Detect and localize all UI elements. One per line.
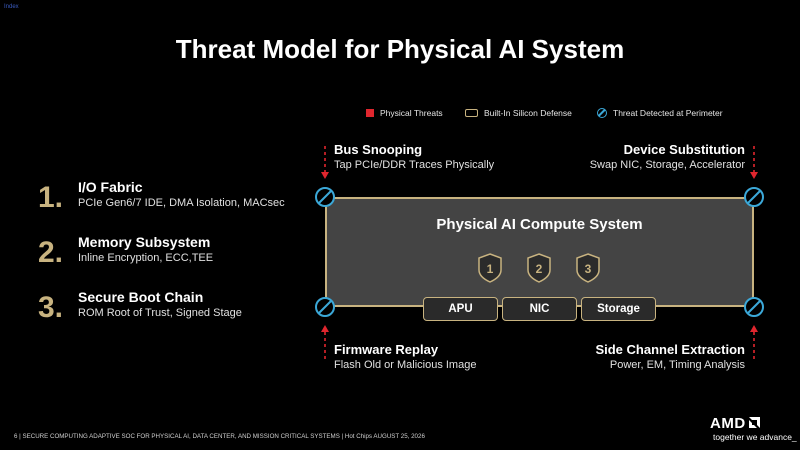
defense-subtitle: Inline Encryption, ECC,TEE — [78, 252, 214, 264]
threat-title: Side Channel Extraction — [595, 342, 745, 357]
shield-icon-2: 2 — [527, 253, 551, 283]
shield-icon-3: 3 — [576, 253, 600, 283]
compute-system-box — [325, 197, 754, 307]
legend-physical-threats: Physical Threats — [366, 108, 443, 118]
defense-subtitle: PCIe Gen6/7 IDE, DMA Isolation, MACsec — [78, 197, 285, 209]
component-storage: Storage — [581, 297, 656, 321]
perimeter-marker-bottom-right — [744, 297, 764, 317]
corner-link[interactable]: Index — [4, 4, 19, 10]
shield-icon-1: 1 — [478, 253, 502, 283]
defense-title: Secure Boot Chain — [78, 289, 204, 305]
threat-title: Bus Snooping — [334, 142, 423, 157]
defense-number: 2. — [38, 236, 64, 269]
threat-firmware-replay: Firmware Replay Flash Old or Malicious I… — [334, 342, 476, 371]
perimeter-marker-top-right — [744, 187, 764, 207]
blue-slashed-circle-icon — [597, 108, 607, 118]
threat-arrow-bottom-left — [321, 325, 329, 360]
threat-subtitle: Power, EM, Timing Analysis — [609, 359, 745, 371]
amd-logo: AMD — [710, 415, 760, 432]
threat-subtitle: Swap NIC, Storage, Accelerator — [589, 159, 745, 171]
defense-item-3: 3. Secure Boot Chain ROM Root of Trust, … — [38, 289, 242, 325]
threat-side-channel: Side Channel Extraction Power, EM, Timin… — [525, 342, 745, 371]
perimeter-marker-top-left — [315, 187, 335, 207]
system-title: Physical AI Compute System — [436, 216, 643, 233]
defense-number: 3. — [38, 291, 64, 324]
threat-bus-snooping: Bus Snooping Tap PCIe/DDR Traces Physica… — [334, 142, 494, 171]
shield-number: 2 — [536, 262, 543, 276]
defense-item-2: 2. Memory Subsystem Inline Encryption, E… — [38, 234, 214, 270]
legend-label: Built-In Silicon Defense — [484, 108, 572, 118]
defense-subtitle: ROM Root of Trust, Signed Stage — [78, 307, 242, 319]
legend-silicon-defense: Built-In Silicon Defense — [465, 108, 572, 118]
legend-label: Physical Threats — [380, 108, 443, 118]
defense-number: 1. — [38, 181, 64, 214]
threat-arrow-top-left — [321, 146, 329, 179]
red-square-icon — [366, 109, 374, 117]
threat-arrow-top-right — [750, 146, 758, 179]
perimeter-marker-bottom-left — [315, 297, 335, 317]
component-apu: APU — [423, 297, 498, 321]
threat-subtitle: Tap PCIe/DDR Traces Physically — [334, 159, 495, 171]
gold-box-icon — [465, 109, 478, 117]
page-title: Threat Model for Physical AI System — [175, 34, 625, 64]
shield-number: 1 — [487, 262, 494, 276]
threat-subtitle: Flash Old or Malicious Image — [334, 359, 477, 371]
defense-title: Memory Subsystem — [78, 234, 211, 250]
tagline: together we advance_ — [713, 432, 797, 442]
legend-perimeter: Threat Detected at Perimeter — [597, 108, 723, 118]
shield-number: 3 — [585, 262, 592, 276]
threat-device-substitution: Device Substitution Swap NIC, Storage, A… — [545, 142, 745, 171]
threat-title: Device Substitution — [623, 142, 745, 157]
amd-arrow-icon — [748, 417, 760, 428]
component-nic: NIC — [502, 297, 577, 321]
logo-text: AMD — [710, 415, 746, 432]
legend-label: Threat Detected at Perimeter — [613, 108, 723, 118]
defense-title: I/O Fabric — [78, 179, 143, 195]
footer-text: 6 | SECURE COMPUTING ADAPTIVE SOC FOR PH… — [14, 433, 425, 440]
threat-title: Firmware Replay — [334, 342, 439, 357]
defense-item-1: 1. I/O Fabric PCIe Gen6/7 IDE, DMA Isola… — [38, 179, 285, 215]
threat-arrow-bottom-right — [750, 325, 758, 360]
